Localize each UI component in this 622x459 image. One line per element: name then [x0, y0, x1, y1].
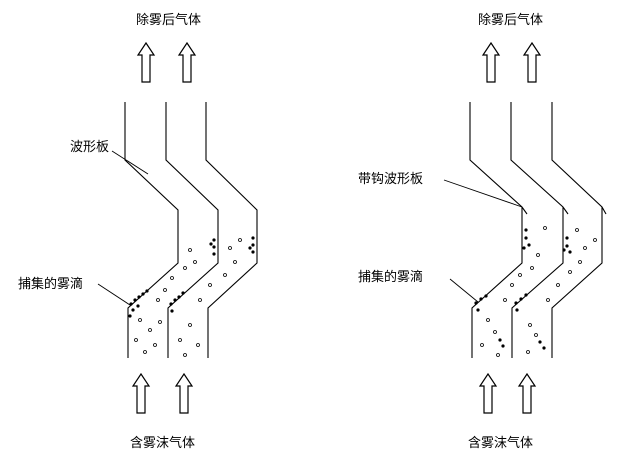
left-droplet-label: 捕集的雾滴 [18, 276, 83, 292]
left-bottom-label: 含雾沫气体 [130, 435, 195, 451]
right-droplets [474, 226, 597, 357]
right-top-label: 除雾后气体 [478, 12, 543, 28]
left-inlet-arrow-1 [131, 372, 151, 414]
right-outlet-arrow-1 [481, 41, 501, 83]
right-panel: 除雾后气体 含雾沫气体 带钩波形板 捕集的雾滴 [358, 12, 607, 451]
left-wave-plate-3 [205, 102, 258, 358]
left-droplet-leader [97, 283, 131, 306]
right-plate-leader [443, 179, 523, 208]
left-plate-leader [111, 150, 149, 175]
right-plate-label: 带钩波形板 [358, 172, 423, 187]
right-hooked-plate-2 [510, 102, 569, 358]
left-panel: 除雾后气体 含雾沫气体 波形板 捕集的雾滴 [18, 12, 258, 451]
left-plate-label: 波形板 [70, 140, 109, 155]
left-outlet-arrow-1 [136, 41, 156, 83]
left-wave-plate-1 [124, 102, 179, 358]
left-top-label: 除雾后气体 [136, 12, 201, 28]
right-droplet-label: 捕集的雾滴 [358, 269, 423, 285]
left-droplets [128, 236, 255, 357]
right-inlet-arrow-2 [517, 372, 537, 414]
left-inlet-arrow-2 [174, 372, 194, 414]
right-hooked-plate-1 [469, 102, 528, 358]
right-bottom-label: 含雾沫气体 [468, 435, 533, 451]
left-wave-plate-2 [165, 102, 219, 358]
right-droplet-leader [449, 278, 479, 303]
left-outlet-arrow-2 [177, 41, 197, 83]
right-inlet-arrow-1 [478, 372, 498, 414]
right-hooked-plate-3 [551, 102, 607, 358]
right-outlet-arrow-2 [522, 41, 542, 83]
